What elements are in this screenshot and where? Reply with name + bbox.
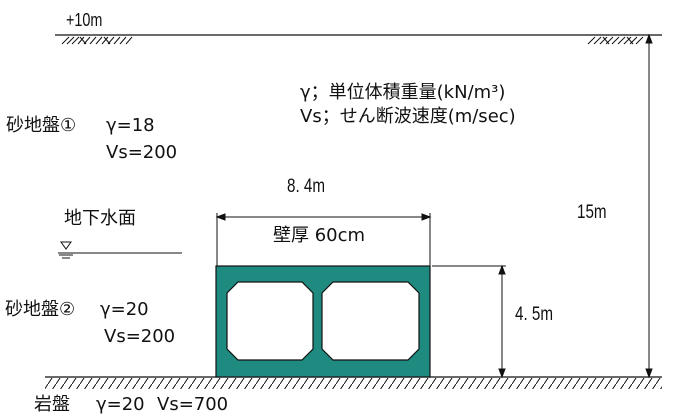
height-dimension: [432, 264, 506, 379]
ground-level-label: +10m: [66, 10, 103, 30]
water-table-symbol-icon: [59, 241, 73, 259]
bedrock-gamma: γ=20: [96, 394, 145, 415]
legend-gamma-line: γ；単位体積重量(kN/m³): [300, 82, 506, 103]
sand1-vs: Vs=200: [106, 142, 178, 163]
box-culvert: [215, 265, 431, 378]
bedrock-hatch-icon: [45, 378, 662, 389]
culvert-right-cell: [321, 281, 420, 361]
bedrock-vs: Vs=700: [157, 394, 229, 415]
sand1-layer-name: 砂地盤①: [6, 115, 77, 136]
ground-hatch-right-icon: [587, 36, 644, 45]
depth-dimension: [645, 33, 653, 379]
sand1-gamma: γ=18: [106, 115, 155, 136]
height-label: 4. 5m: [515, 304, 554, 325]
groundwater-label: 地下水面: [64, 208, 136, 229]
depth-label: 15m: [577, 202, 607, 223]
legend-vs-line: Vs；せん断波速度(m/sec): [300, 106, 516, 127]
width-label: 8. 4m: [287, 176, 326, 197]
bedrock-layer-name: 岩盤: [34, 394, 70, 415]
ground-hatch-left-icon: [61, 36, 133, 45]
sand2-vs: Vs=200: [104, 326, 176, 347]
width-dimension: [215, 213, 432, 266]
culvert-left-cell: [226, 281, 314, 361]
sand2-gamma: γ=20: [100, 299, 149, 320]
sand2-layer-name: 砂地盤②: [5, 299, 76, 320]
wall-thickness-label: 壁厚 60cm: [273, 225, 366, 246]
